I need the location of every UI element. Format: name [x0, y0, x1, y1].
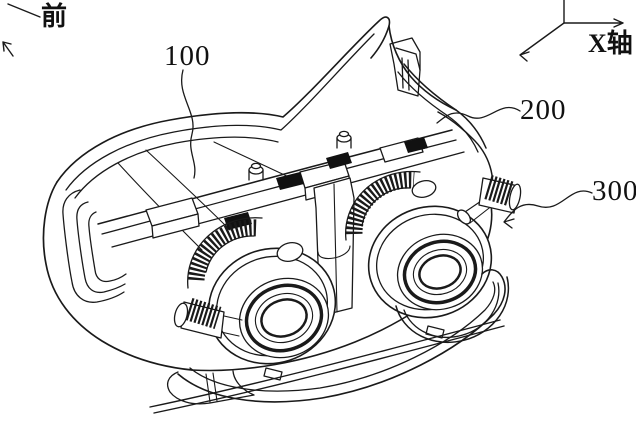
part-label-200: 200 [520, 94, 567, 126]
part-label-100: 100 [164, 40, 211, 72]
guide-pins [248, 130, 352, 181]
lens-adjust-mechanism [97, 129, 465, 317]
part-label-300: 300 [592, 175, 636, 207]
cam-disc-right [411, 180, 437, 198]
front-direction-label: 前 [41, 2, 68, 31]
leader-lines [181, 69, 593, 229]
front-direction-leader [2, 3, 41, 57]
lens-assembly-left [187, 217, 337, 381]
cam-disc-left [276, 242, 304, 262]
adjust-knob-right [456, 175, 522, 225]
x-axis-label: X轴 [588, 29, 633, 58]
front-cover-plate [149, 269, 510, 414]
adjust-knob-left [173, 298, 243, 339]
axis-indicator [519, 0, 624, 62]
lens-assembly-right [344, 170, 493, 339]
leader-arrow-300 [503, 190, 593, 229]
